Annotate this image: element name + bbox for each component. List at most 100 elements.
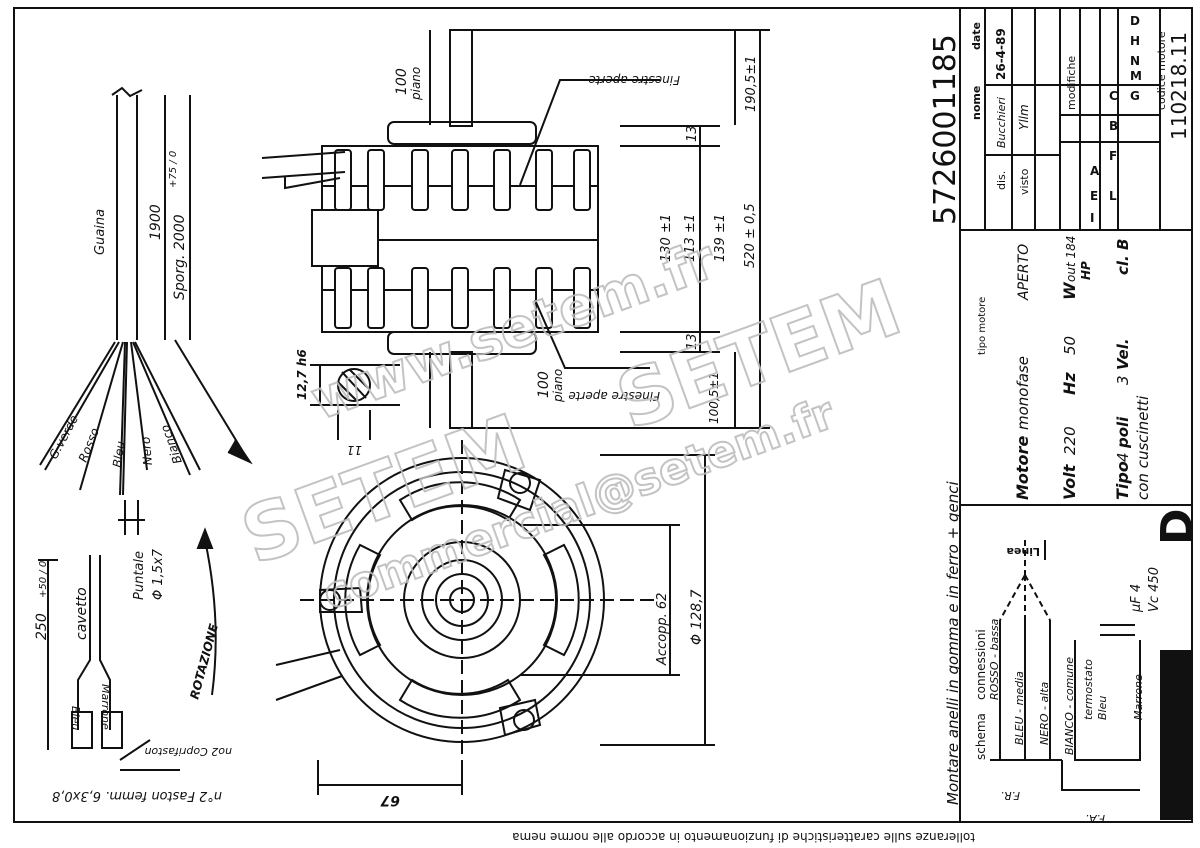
conn-connessioni: connessioni xyxy=(974,629,988,700)
dim-139: 139 ±1 xyxy=(713,214,728,262)
dim-piano-top: piano xyxy=(409,67,423,101)
w-value: out 184 xyxy=(1064,236,1078,282)
puntale-dim: Φ 1,5x7 xyxy=(151,548,166,600)
visto-sign: Yllm xyxy=(1017,104,1031,130)
conn-cap-vc: Vc 450 xyxy=(1147,567,1162,612)
volt-label: Volt xyxy=(1060,463,1079,500)
bearing-label: con cuscinetti xyxy=(1134,395,1152,500)
volt-value: 220 xyxy=(1061,426,1079,455)
hp-label: HP xyxy=(1079,261,1093,280)
title-block-headers: date nome dis. visto 26-4-89 Bucchieri Y… xyxy=(970,22,1078,195)
wire-label-bleu: Bleu xyxy=(110,440,128,469)
shaft-11: 11 xyxy=(347,443,362,457)
shaft-detail xyxy=(310,364,400,440)
pigtail-labels: 250 +50 / 0 cavetto Bleu Marrone no2 Cop… xyxy=(34,561,232,803)
dis-name: Bucchieri xyxy=(995,97,1008,148)
wire-label-rosso: Rosso xyxy=(76,426,102,464)
cable-length-label: 1900 xyxy=(148,204,164,240)
dim-13-top: 13 xyxy=(685,125,700,142)
pigtail-bleu: Bleu xyxy=(69,706,82,730)
coprifaston-label: no2 Coprifaston xyxy=(144,745,232,758)
cavetto-label: cavetto xyxy=(74,587,90,640)
header-date: date xyxy=(970,22,983,50)
conn-schema: schema xyxy=(974,713,988,760)
conn-fr: F.R. xyxy=(1000,789,1020,802)
dim-113: 113 ±1 xyxy=(683,214,698,262)
connection-labels: schema connessioni Linea ROSSO - bassa B… xyxy=(974,545,1162,825)
dim-1005: 100,5±1 xyxy=(707,372,721,424)
wire-label-bianco: Bianco xyxy=(158,423,185,466)
dim-130: 130 ±1 xyxy=(659,214,674,262)
dim-67: 67 xyxy=(380,792,400,808)
header-nome: nome xyxy=(970,86,983,120)
motore-value: monofase xyxy=(1014,356,1032,430)
conn-linea: Linea xyxy=(1007,545,1041,558)
conn-marrone: Marrone xyxy=(1132,674,1145,720)
hz-value: 50 xyxy=(1061,336,1079,355)
motor-specs: tipo motore Motore monofase APERTO Volt … xyxy=(977,236,1152,500)
motore-label: Motore xyxy=(1013,436,1032,500)
vel-value: 3 xyxy=(1114,375,1132,385)
winding-slots xyxy=(334,149,591,329)
dim-piano-bottom: piano xyxy=(551,369,565,403)
mod-letter-e: E xyxy=(1090,189,1098,203)
puntale-label: Puntale xyxy=(132,551,147,600)
front-view-dimensions: Φ 128,7 Accopp. 62 67 xyxy=(380,589,705,808)
header-visto: visto xyxy=(1018,168,1031,195)
pigtail-marrone: Marrone xyxy=(99,684,112,730)
sporg-tol: +75 / 0 xyxy=(168,151,179,188)
mod-letter-n: N xyxy=(1130,54,1140,68)
motor-front-view xyxy=(275,440,715,795)
wire-label-verde: G.verde xyxy=(46,413,81,462)
cable-labels: Guaina 1900 Sporg. 2000 +75 / 0 G.verde … xyxy=(46,151,221,701)
dis-date: 26-4-89 xyxy=(994,28,1008,80)
mod-letter-c: C xyxy=(1109,89,1118,103)
conn-termostato: termostato xyxy=(1082,659,1095,720)
mod-letter-d: D xyxy=(1130,14,1140,28)
dim-190: 190,5±1 xyxy=(744,56,759,112)
side-view-dimensions: 100 piano Finestre aperte 190,5±1 13 130… xyxy=(394,56,759,424)
motor-side-view xyxy=(261,29,770,429)
cavetto-tol: +50 / 0 xyxy=(38,561,49,598)
conn-fa: F.A. xyxy=(1085,812,1105,825)
hz-label: Hz xyxy=(1060,372,1079,395)
dim-520: 520 ± 0,5 xyxy=(743,203,758,268)
motor-type-label: tipo motore xyxy=(977,297,988,355)
header-modifiche: modifiche xyxy=(1065,56,1078,110)
mod-letter-f: F xyxy=(1109,149,1117,163)
brand-logo: D xyxy=(1152,508,1200,820)
sheet-border xyxy=(13,7,1193,823)
poli-value: 4 xyxy=(1114,452,1132,462)
cl-label: cl. B xyxy=(1114,239,1132,275)
pigtail-drawing xyxy=(38,555,180,771)
faston-label: n°2 Faston femm. 6,3x0,8 xyxy=(52,788,222,803)
dim-13-bottom: 13 xyxy=(685,333,700,350)
conn-nero: NERO - alta xyxy=(1038,681,1051,745)
motor-code: 110218.11 xyxy=(1167,32,1191,140)
finestre-bottom: Finestre aperte xyxy=(568,389,660,403)
mod-letter-g: G xyxy=(1130,89,1140,103)
dim-100-bottom: 100 xyxy=(536,371,552,398)
dim-diam: Φ 128,7 xyxy=(689,589,705,645)
w-label: W xyxy=(1060,281,1079,300)
connection-diagram xyxy=(990,540,1141,791)
sporg-label: Sporg. 2000 xyxy=(172,214,188,300)
conn-rosso: ROSSO - bassa xyxy=(988,618,1001,700)
conn-bleu: BLEU - media xyxy=(1013,671,1026,745)
vel-label: Vel. xyxy=(1114,338,1132,370)
conn-cap-uf: μF 4 xyxy=(1129,584,1144,613)
conn-bianco: BIANCO - comune xyxy=(1063,657,1076,755)
cable-drawing xyxy=(39,86,253,696)
modifiche-grid: A B C D E F G H I L M N xyxy=(1090,14,1142,225)
dim-100-top: 100 xyxy=(394,68,410,95)
header-dis: dis. xyxy=(995,171,1008,190)
mod-letter-a: A xyxy=(1090,164,1100,178)
mod-letter-i: I xyxy=(1090,211,1094,225)
finestre-top: Finestre aperte xyxy=(588,73,680,87)
mounting-note: Montare anelli in gomma e in ferro + gen… xyxy=(944,481,962,805)
aperto-label: APERTO xyxy=(1016,244,1032,301)
shaft-h6: 12,7 h6 xyxy=(295,349,309,400)
dim-accopp: Accopp. 62 xyxy=(655,593,670,666)
brand-fragment: D xyxy=(1152,508,1200,545)
